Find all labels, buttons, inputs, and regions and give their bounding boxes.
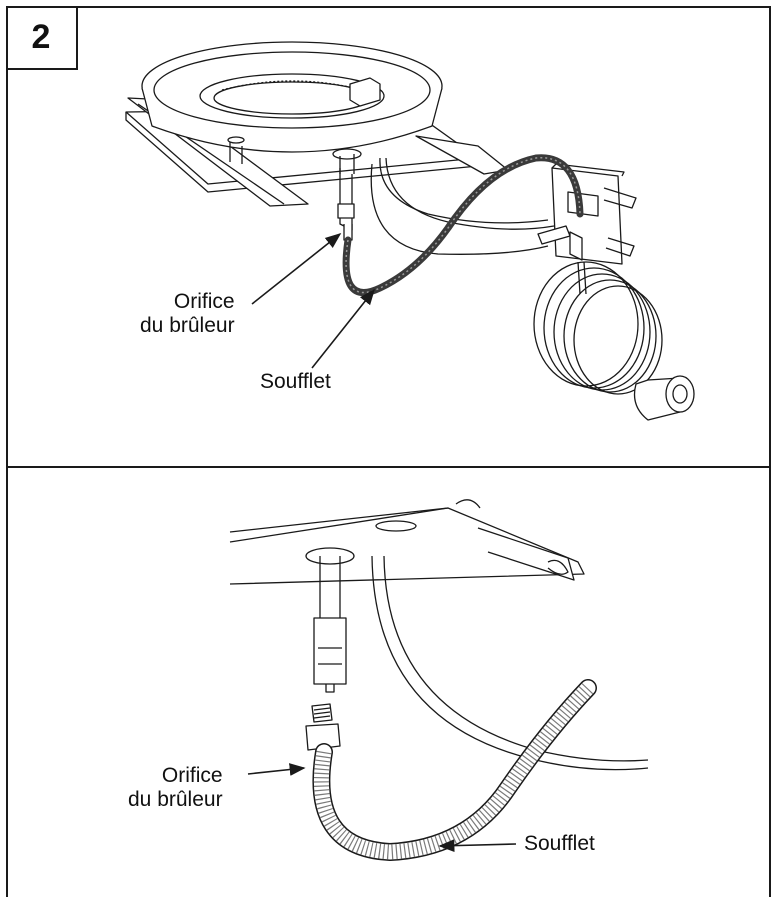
bottom-orifice-label: Orifice du brûleur (128, 764, 223, 811)
orifice-arrow (251, 233, 342, 305)
burner-ring (199, 73, 385, 119)
pilot-tube (371, 555, 649, 771)
bellows-hose (312, 679, 597, 862)
support-rail (477, 527, 575, 581)
panel-divider (6, 466, 771, 468)
top-illustration (125, 41, 695, 421)
bellows-arrow (438, 839, 517, 853)
bottom-illustration (229, 499, 649, 862)
gas-coil (533, 261, 663, 395)
top-orifice-label: Orifice du brûleur (140, 290, 235, 337)
figure-frame (6, 6, 771, 897)
orifice-arrow (247, 763, 306, 776)
pilot-assembly (349, 77, 381, 107)
top-bellows-label: Soufflet (260, 370, 331, 393)
mounting-plate (229, 507, 585, 585)
bottom-bellows-label: Soufflet (524, 832, 595, 855)
pilot-tube (379, 157, 549, 224)
orifice-tube (339, 168, 353, 231)
step-number: 2 (6, 6, 78, 70)
bellows-arrow (311, 288, 375, 369)
